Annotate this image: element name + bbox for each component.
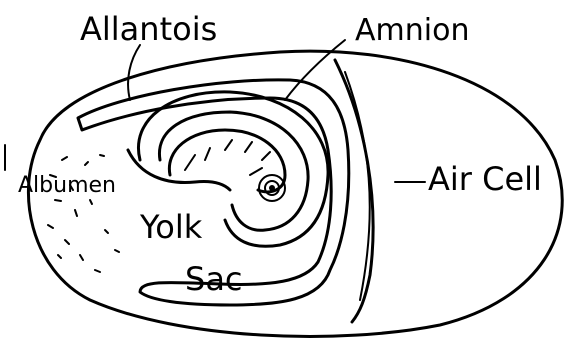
allantois-leader [128, 45, 140, 100]
label-sac: Sac [185, 260, 243, 298]
label-allantois: Allantois [80, 10, 217, 48]
label-yolk: Yolk [139, 208, 203, 246]
label-amnion: Amnion [355, 13, 469, 48]
label-albumen: Albumen [18, 173, 116, 198]
label-air-cell: Air Cell [428, 160, 542, 198]
amnion-leader [285, 40, 345, 100]
embryo-stalk [128, 150, 230, 190]
spiral-center [269, 185, 275, 191]
embryo-limbs [185, 140, 270, 175]
